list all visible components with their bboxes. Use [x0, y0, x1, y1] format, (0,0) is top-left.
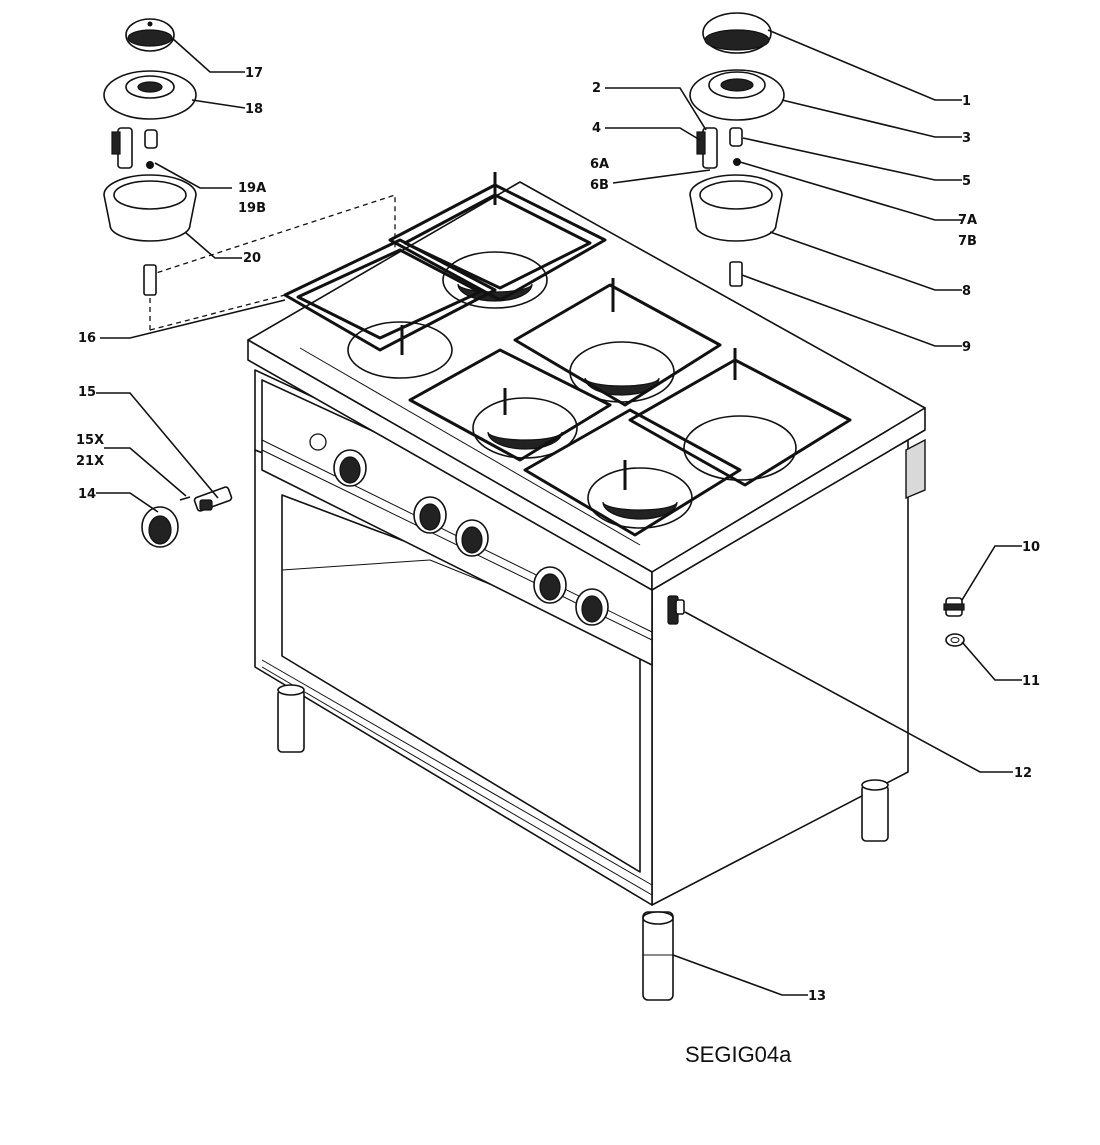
- knob-4: [533, 566, 567, 604]
- callout-15x: 15X: [76, 433, 104, 448]
- callout-3: 3: [962, 131, 971, 146]
- callout-5: 5: [962, 174, 971, 189]
- callout-7a: 7A: [958, 213, 977, 228]
- knob-1: [333, 449, 367, 487]
- grate-explode-guide: [149, 194, 396, 331]
- callout-9: 9: [962, 340, 971, 355]
- callout-6a: 6A: [590, 157, 609, 172]
- knob-3: [455, 519, 489, 557]
- knob-2: [413, 496, 447, 534]
- callout-labels: 17 18 19A 19B 20 16 15 15X 21X 14 1 2 3 …: [76, 66, 1040, 1004]
- knob-5: [575, 588, 609, 626]
- pan-supports: [283, 172, 852, 537]
- part-9-injector: [729, 261, 743, 287]
- callout-1: 1: [962, 94, 971, 109]
- part-12-gas-connector: [667, 595, 685, 625]
- part-15-valve: [179, 486, 233, 512]
- diagram-reference-code: SEGIG04a: [685, 1042, 792, 1067]
- leader-lines: [96, 29, 1022, 996]
- part-19-thermocouple-left: [111, 127, 158, 169]
- callout-19a: 19A: [238, 181, 266, 196]
- callout-17: 17: [245, 66, 263, 81]
- callout-11: 11: [1022, 674, 1040, 689]
- callout-18: 18: [245, 102, 263, 117]
- callout-10: 10: [1022, 540, 1040, 555]
- part-3-burner-crown-right: [689, 69, 785, 121]
- callout-4: 4: [592, 121, 601, 136]
- callout-8: 8: [962, 284, 971, 299]
- part-8-burner-body-right: [689, 174, 783, 242]
- callout-21x: 21X: [76, 454, 104, 469]
- cabinet-feet: [277, 684, 889, 1001]
- callout-6b: 6B: [590, 178, 609, 193]
- callout-13: 13: [808, 989, 826, 1004]
- part-20-burner-body-left: [103, 174, 197, 296]
- control-knobs: [309, 433, 609, 626]
- callout-14: 14: [78, 487, 96, 502]
- part-10-fitting: [943, 597, 965, 617]
- part-18-burner-crown-left: [103, 70, 197, 120]
- callout-2: 2: [592, 81, 601, 96]
- callout-12: 12: [1014, 766, 1032, 781]
- part-2-4-thermocouple-right: [696, 127, 743, 169]
- range-body: [247, 181, 926, 1001]
- part-17-burner-cap-left: [125, 18, 175, 52]
- callout-20: 20: [243, 251, 261, 266]
- callout-19b: 19B: [238, 201, 266, 216]
- callout-16: 16: [78, 331, 96, 346]
- part-1-burner-cap-right: [702, 12, 772, 54]
- part-14-control-knob: [141, 506, 179, 548]
- callout-15: 15: [78, 385, 96, 400]
- callout-7b: 7B: [958, 234, 977, 249]
- part-11-seal-ring: [945, 633, 965, 647]
